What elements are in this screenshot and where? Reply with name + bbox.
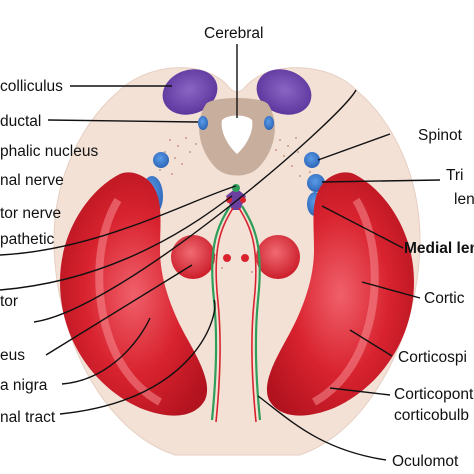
cerebral-peduncle-left bbox=[60, 172, 208, 416]
label-colliculus: colliculus bbox=[0, 78, 63, 95]
label-corticopontine-2: corticobulb bbox=[394, 407, 469, 424]
pointer-lines bbox=[0, 44, 441, 461]
cerebral-aqueduct bbox=[221, 115, 253, 154]
label-oculomotor-bottom: Oculomot bbox=[392, 453, 459, 470]
spinothalamic-tract-right bbox=[304, 152, 320, 168]
mesencephalic-nucleus-left bbox=[198, 116, 208, 130]
label-trigeminal-1: Tri bbox=[446, 167, 464, 184]
label-mesencephalic-nucleus: phalic nucleus bbox=[0, 143, 98, 160]
label-trigeminal-2: len bbox=[454, 191, 474, 208]
label-cortico: Cortic bbox=[424, 290, 465, 307]
label-oculomotor-nerve: tor nerve bbox=[0, 205, 61, 222]
label-substantia-nigra: a nigra bbox=[0, 377, 48, 394]
label-corticospinal: Corticospi bbox=[398, 349, 467, 366]
label-medial-lemniscus: Medial len bbox=[404, 240, 474, 257]
spinothalamic-tract-left bbox=[153, 152, 169, 168]
label-aqueduct: ductal bbox=[0, 113, 41, 130]
decussation-dot-right bbox=[241, 254, 249, 262]
label-spinothalamic: Spinot bbox=[418, 127, 463, 144]
decussation-dot-left bbox=[223, 254, 231, 262]
superior-colliculus-right bbox=[256, 69, 312, 115]
cerebral-peduncle-left-band bbox=[95, 197, 162, 406]
label-tract: nal tract bbox=[0, 409, 56, 426]
label-red-nucleus: eus bbox=[0, 347, 25, 364]
superior-colliculus-left bbox=[162, 69, 218, 115]
mesencephalic-nucleus-right bbox=[264, 116, 274, 130]
tissue-stipple bbox=[159, 137, 311, 273]
red-nucleus-left bbox=[171, 235, 215, 279]
label-parasympathetic: pathetic bbox=[0, 231, 55, 248]
label-corticopontine-1: Corticopont bbox=[394, 386, 474, 403]
red-nucleus-right bbox=[256, 235, 300, 279]
label-cerebral: Cerebral bbox=[204, 25, 263, 42]
label-trochlear-nerve: nal nerve bbox=[0, 172, 64, 189]
cerebral-peduncle-right bbox=[266, 172, 414, 416]
label-oculomotor-nucleus: tor bbox=[0, 293, 18, 310]
labels: Cerebral colliculus ductal phalic nucleu… bbox=[0, 25, 474, 470]
